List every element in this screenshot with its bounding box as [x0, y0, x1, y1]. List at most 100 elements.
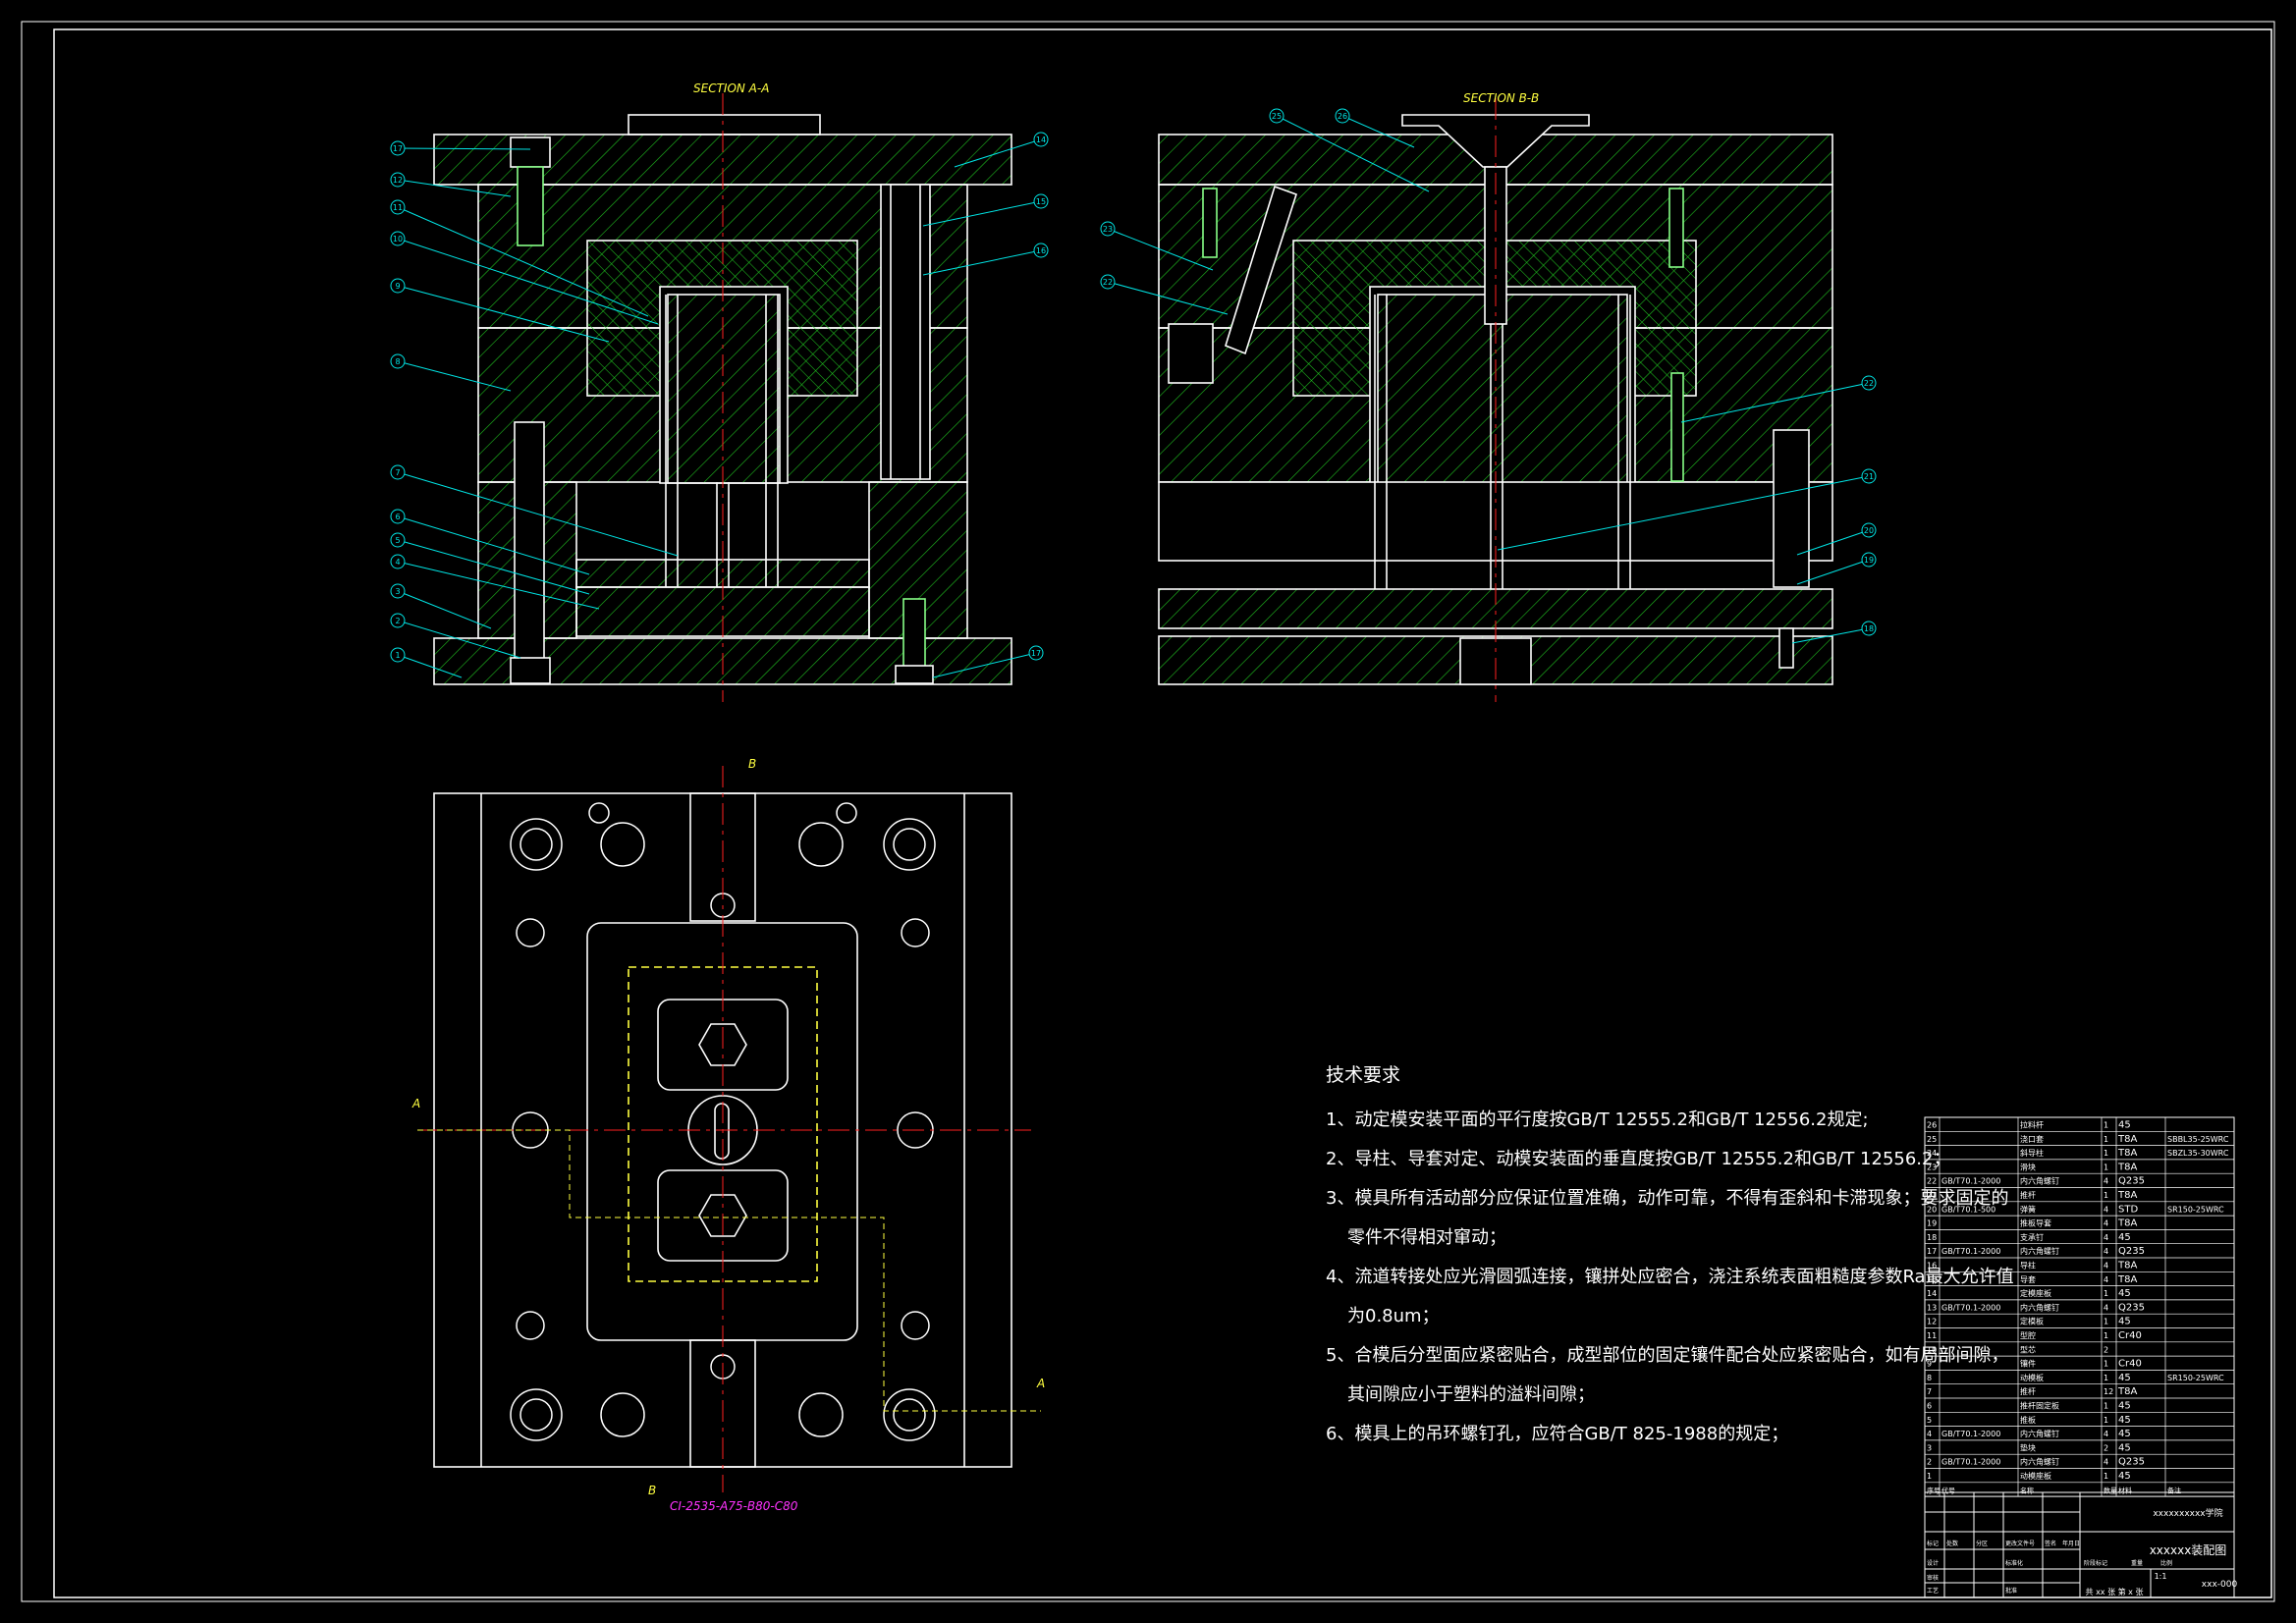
balloon-label: 1 [395, 651, 400, 660]
balloon-label: 2 [395, 617, 400, 625]
balloon: 17 [932, 645, 1044, 678]
bom-cell-no: 9 [1927, 1360, 1932, 1369]
bom-cell-no: 20 [1927, 1205, 1937, 1214]
balloon-label: 21 [1864, 472, 1874, 481]
bom-cell-mat: 45 [2118, 1317, 2131, 1327]
bom-cell-code: GB/T70.1-2000 [1941, 1430, 2000, 1438]
balloon-label: 11 [393, 203, 403, 212]
bom-cell-name: 导套 [2020, 1274, 2036, 1284]
bom-cell-name: 斜导柱 [2020, 1148, 2044, 1158]
bom-cell-name: 推板导套 [2020, 1218, 2051, 1228]
bom-cell-no: 19 [1927, 1219, 1937, 1228]
bom-cell-name: 浇口套 [2020, 1134, 2044, 1144]
balloon: 10 [390, 231, 659, 325]
bom-cell-no: 12 [1927, 1318, 1937, 1326]
cut-label-a-left: A [411, 1097, 420, 1110]
bom-cell-qty: 1 [2104, 1191, 2108, 1200]
bom-cell-mat: 45 [2118, 1442, 2131, 1453]
bom-cell-qty: 4 [2104, 1205, 2108, 1214]
bom-cell-name: 推杆固定板 [2020, 1401, 2059, 1411]
balloon-label: 22 [1864, 379, 1874, 388]
bom-cell-mat: Q235 [2118, 1246, 2145, 1257]
title-sheets: 共 xx 张 第 x 张 [2086, 1587, 2144, 1596]
bom-cell-qty: 2 [2104, 1345, 2108, 1354]
bom-cell-no: 6 [1927, 1402, 1932, 1411]
bom-cell-mat: T8A [2117, 1134, 2137, 1145]
bom-cell-mat: T8A [2117, 1162, 2137, 1172]
balloon-label: 26 [1338, 112, 1347, 121]
title-block-labels: 标记处数分区更改文件号签名年月日设计标准化审核工艺批准阶段标记重量比例 [1927, 1540, 2172, 1595]
requirement-item: 零件不得相对窜动； [1347, 1227, 1506, 1248]
title-school: xxxxxxxxxx学院 [2153, 1507, 2222, 1519]
bom-cell-name: 垫块 [2020, 1442, 2036, 1452]
bom-cell-mat: T8A [2117, 1274, 2137, 1285]
title-block-label: 标准化 [2005, 1559, 2023, 1567]
title-block-label: 批准 [2005, 1587, 2017, 1595]
balloon-label: 7 [395, 468, 400, 477]
bom-cell-mat: 45 [2118, 1120, 2131, 1131]
bom-cell-qty: 4 [2104, 1233, 2108, 1242]
bom-cell-mat: 45 [2118, 1288, 2131, 1299]
bom-cell-name: 拉料杆 [2020, 1120, 2044, 1130]
bom-cell-no: 8 [1927, 1374, 1932, 1382]
requirement-item: 1、动定模安装平面的平行度按GB/T 12555.2和GB/T 12556.2规… [1326, 1109, 1869, 1130]
bom-cell-qty: 1 [2104, 1374, 2108, 1382]
balloon: 7 [390, 464, 679, 557]
balloon: 9 [390, 278, 610, 343]
bom-cell-mat: STD [2118, 1204, 2138, 1215]
bom-cell-mat: T8A [2117, 1148, 2137, 1159]
bom-cell-no: 23 [1927, 1163, 1937, 1171]
bom-cell-name: 定模座板 [2020, 1288, 2051, 1298]
title-block-label: 更改文件号 [2005, 1540, 2035, 1547]
balloon: 3 [390, 583, 492, 629]
bom-cell-note: SR150-25WRC [2167, 1205, 2224, 1214]
bom-cell-mat: Cr40 [2118, 1330, 2142, 1341]
balloon-label: 23 [1103, 225, 1113, 234]
bom-cell-name: 动模座板 [2020, 1471, 2051, 1481]
balloon: 1 [390, 647, 463, 678]
bom-cell-mat: T8A [2117, 1386, 2137, 1397]
bom-cell-mat: T8A [2117, 1261, 2137, 1271]
bom-header-mat: 材料 [2118, 1486, 2132, 1494]
bom-cell-code: GB/T70.1-2000 [1941, 1458, 2000, 1467]
bom-cell-qty: 1 [2104, 1121, 2108, 1130]
balloon: 22 [1100, 274, 1229, 315]
bom-cell-qty: 1 [2104, 1163, 2108, 1171]
bom-cell-mat: Q235 [2118, 1302, 2145, 1313]
section-a-view [433, 114, 1012, 685]
title-block-label: 处数 [1946, 1540, 1958, 1547]
bom-cell-mat: Cr40 [2118, 1359, 2142, 1370]
balloon-label: 8 [395, 357, 400, 366]
title-block-label: 年月日 [2062, 1540, 2080, 1547]
bom-cell-qty: 4 [2104, 1247, 2108, 1256]
bom-cell-code: GB/T70.1-2000 [1941, 1303, 2000, 1312]
bom-cell-no: 21 [1927, 1191, 1937, 1200]
bom-cell-qty: 1 [2104, 1402, 2108, 1411]
balloon-label: 25 [1272, 112, 1282, 121]
bom-cell-mat: T8A [2117, 1218, 2137, 1229]
bom-cell-qty: 1 [2104, 1331, 2108, 1340]
bom-cell-no: 17 [1927, 1247, 1937, 1256]
bom-cell-qty: 4 [2104, 1177, 2108, 1186]
balloon-label: 10 [393, 235, 403, 243]
balloon-label: 19 [1864, 556, 1874, 565]
bom-cell-code: GB/T70.1-500 [1941, 1205, 1995, 1214]
bom-cell-qty: 4 [2104, 1303, 2108, 1312]
bom-cell-no: 14 [1927, 1289, 1937, 1298]
bom-cell-code: GB/T70.1-2000 [1941, 1247, 2000, 1256]
balloon-label: 15 [1036, 197, 1046, 206]
bom-cell-mat: 45 [2118, 1373, 2131, 1383]
bom-cell-qty: 1 [2104, 1472, 2108, 1481]
bom-cell-no: 1 [1927, 1472, 1932, 1481]
bom-cell-name: 镶件 [2020, 1359, 2036, 1369]
bom-cell-mat: T8A [2117, 1190, 2137, 1201]
balloon: 4 [390, 554, 600, 610]
bom-cell-name: 内六角螺钉 [2020, 1429, 2059, 1438]
technical-requirements: 技术要求 1、动定模安装平面的平行度按GB/T 12555.2和GB/T 125… [1326, 1060, 2014, 1454]
bom-cell-qty: 1 [2104, 1135, 2108, 1144]
balloon-label: 14 [1036, 135, 1046, 144]
bom-cell-no: 7 [1927, 1387, 1932, 1396]
bom-cell-qty: 1 [2104, 1149, 2108, 1158]
title-block-label: 标记 [1927, 1540, 1939, 1547]
